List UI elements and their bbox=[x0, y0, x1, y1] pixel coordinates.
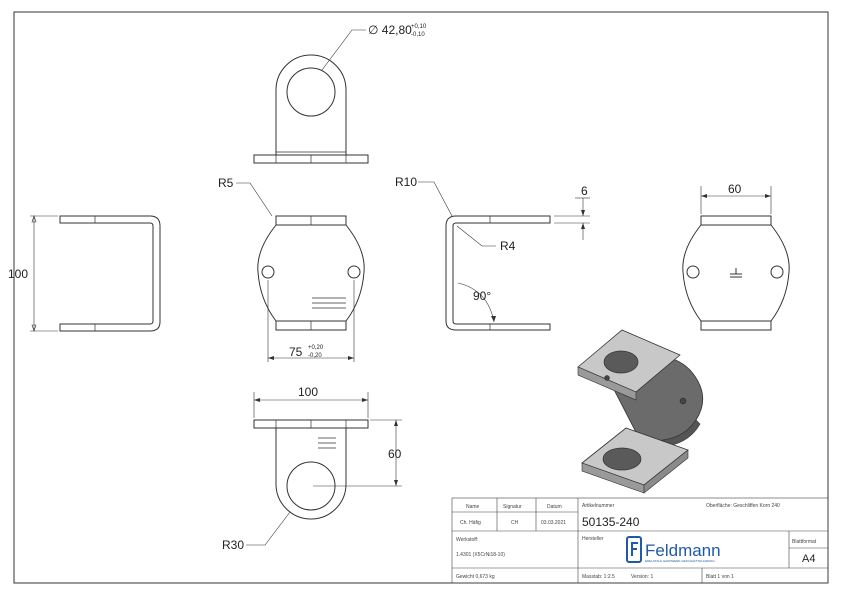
dim-r4: R4 bbox=[500, 239, 516, 253]
front-view: R5 75 +0,20 -0,20 bbox=[218, 176, 365, 362]
value-werkstoff: 1.4301 (X5CrNi18-10) bbox=[456, 552, 505, 558]
bottom-view: 100 60 R30 bbox=[222, 385, 402, 552]
dim-100-bottom: 100 bbox=[298, 385, 318, 399]
value-name: Ch. Häfig bbox=[460, 520, 481, 526]
dim-r5: R5 bbox=[218, 176, 234, 190]
header-name: Name bbox=[466, 504, 480, 510]
dim-75-tol-lower: -0,20 bbox=[308, 353, 322, 359]
label-oberflaeche: Oberfläche: Geschliffen Korn 240 bbox=[706, 503, 780, 509]
value-artikelnummer: 50135-240 bbox=[582, 515, 640, 529]
right-view: 60 bbox=[682, 182, 790, 331]
dim-60-bottom: 60 bbox=[388, 447, 402, 461]
label-hersteller: Hersteller bbox=[582, 536, 604, 542]
blatt: Blatt 1 von 1 bbox=[706, 574, 734, 580]
value-datum: 03.03.2021 bbox=[541, 520, 566, 526]
dim-angle-90: 90° bbox=[473, 289, 491, 303]
diameter-tol-lower: -0,10 bbox=[411, 32, 425, 38]
diameter-tol-upper: +0,10 bbox=[411, 24, 427, 30]
gewicht: Gewicht 0,673 kg bbox=[456, 574, 495, 580]
sheet-border bbox=[13, 11, 829, 584]
dim-r30: R30 bbox=[222, 538, 244, 552]
dim-75-tol-upper: +0,20 bbox=[308, 345, 324, 351]
dim-r10: R10 bbox=[395, 175, 417, 189]
dim-75: 75 bbox=[289, 345, 303, 359]
value-blattformat: A4 bbox=[802, 553, 815, 565]
side-profile-view: R10 R4 6 90° bbox=[395, 175, 590, 331]
dim-6: 6 bbox=[581, 184, 588, 198]
version: Version: 1 bbox=[631, 574, 653, 580]
label-blattformat: Blattformat bbox=[792, 539, 817, 545]
header-signatur: Signatur bbox=[503, 504, 522, 510]
label-artikelnummer: Artikelnummer bbox=[582, 503, 615, 509]
label-werkstoff: Werkstoff: bbox=[456, 537, 478, 543]
dim-100-side: 100 bbox=[8, 267, 28, 281]
diameter-label: ∅ 42,80 bbox=[368, 23, 412, 37]
logo-text: Feldmann bbox=[645, 541, 721, 560]
logo-tagline: EDELSTAHL HANDWERK GESCHÄFTSFÜHRUNG bbox=[645, 559, 715, 563]
dim-60-top: 60 bbox=[728, 182, 742, 196]
feldmann-logo-icon bbox=[626, 536, 642, 563]
isometric-render bbox=[577, 329, 704, 494]
top-view: ∅ 42,80 +0,10 -0,10 bbox=[253, 23, 427, 164]
title-block: Name Signatur Datum Ch. Häfig CH 03.03.2… bbox=[451, 497, 829, 584]
header-datum: Datum bbox=[547, 504, 562, 510]
value-signatur: CH bbox=[511, 520, 519, 526]
flatness-symbol-icon bbox=[730, 268, 742, 278]
left-view: 100 bbox=[8, 215, 161, 332]
massstab: Masstab: 1:2.5 bbox=[582, 574, 615, 580]
